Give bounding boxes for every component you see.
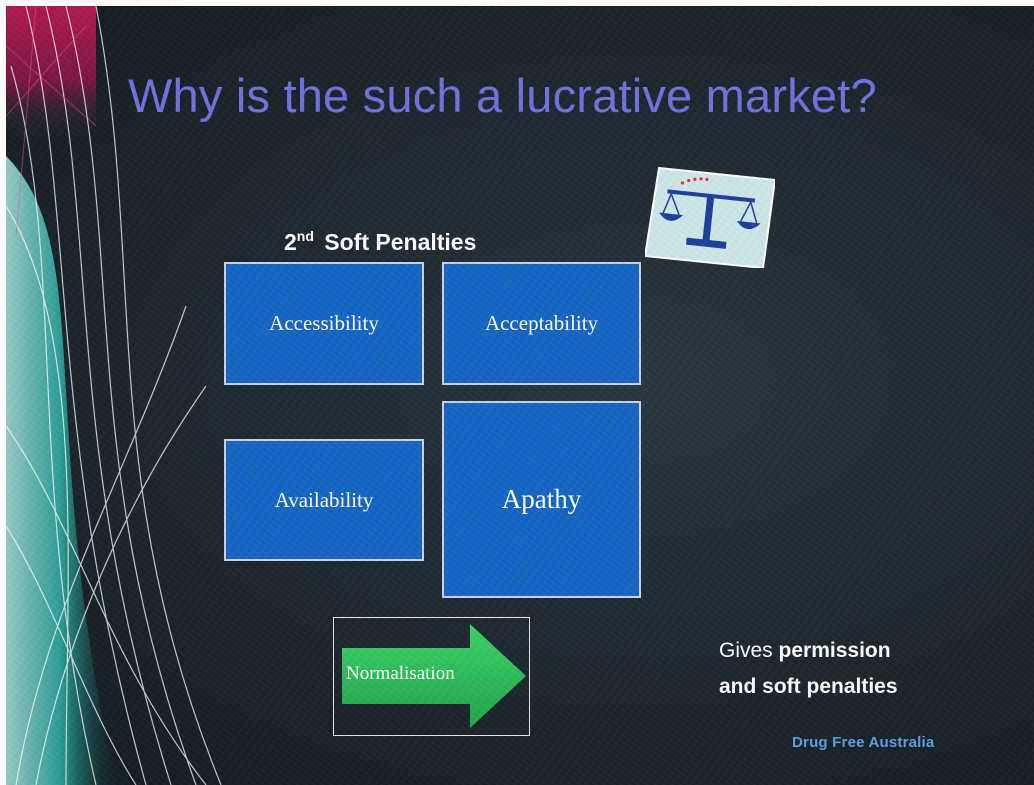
- box-availability: Availability: [224, 439, 424, 561]
- box-acceptability: Acceptability: [442, 262, 641, 385]
- subhead-ordinal-suffix: nd: [296, 228, 314, 244]
- box-accessibility: Accessibility: [224, 262, 424, 385]
- permission-note-line2: and soft penalties: [719, 675, 898, 698]
- slide: Why is the such a lucrative market? 2nd …: [6, 6, 1034, 785]
- note-bold-text: permission: [778, 639, 891, 662]
- decorative-swirl: [6, 6, 222, 785]
- scales-of-justice-icon: [645, 166, 775, 268]
- permission-note-line1: Gives permission: [719, 633, 898, 669]
- note-plain-text: Gives: [719, 639, 773, 662]
- footer-brand: Drug Free Australia: [792, 734, 935, 751]
- subhead-text: Soft Penalties: [324, 229, 477, 255]
- normalisation-frame: Normalisation: [333, 617, 530, 736]
- box-apathy: Apathy: [442, 401, 641, 598]
- section-subheading: 2nd Soft Penalties: [284, 228, 476, 256]
- slide-title: Why is the such a lucrative market?: [128, 69, 877, 122]
- permission-note: Gives permission and soft penalties: [719, 633, 898, 705]
- subhead-ordinal: 2: [284, 229, 297, 255]
- right-arrow-icon: [342, 624, 526, 728]
- normalisation-label: Normalisation: [346, 663, 455, 684]
